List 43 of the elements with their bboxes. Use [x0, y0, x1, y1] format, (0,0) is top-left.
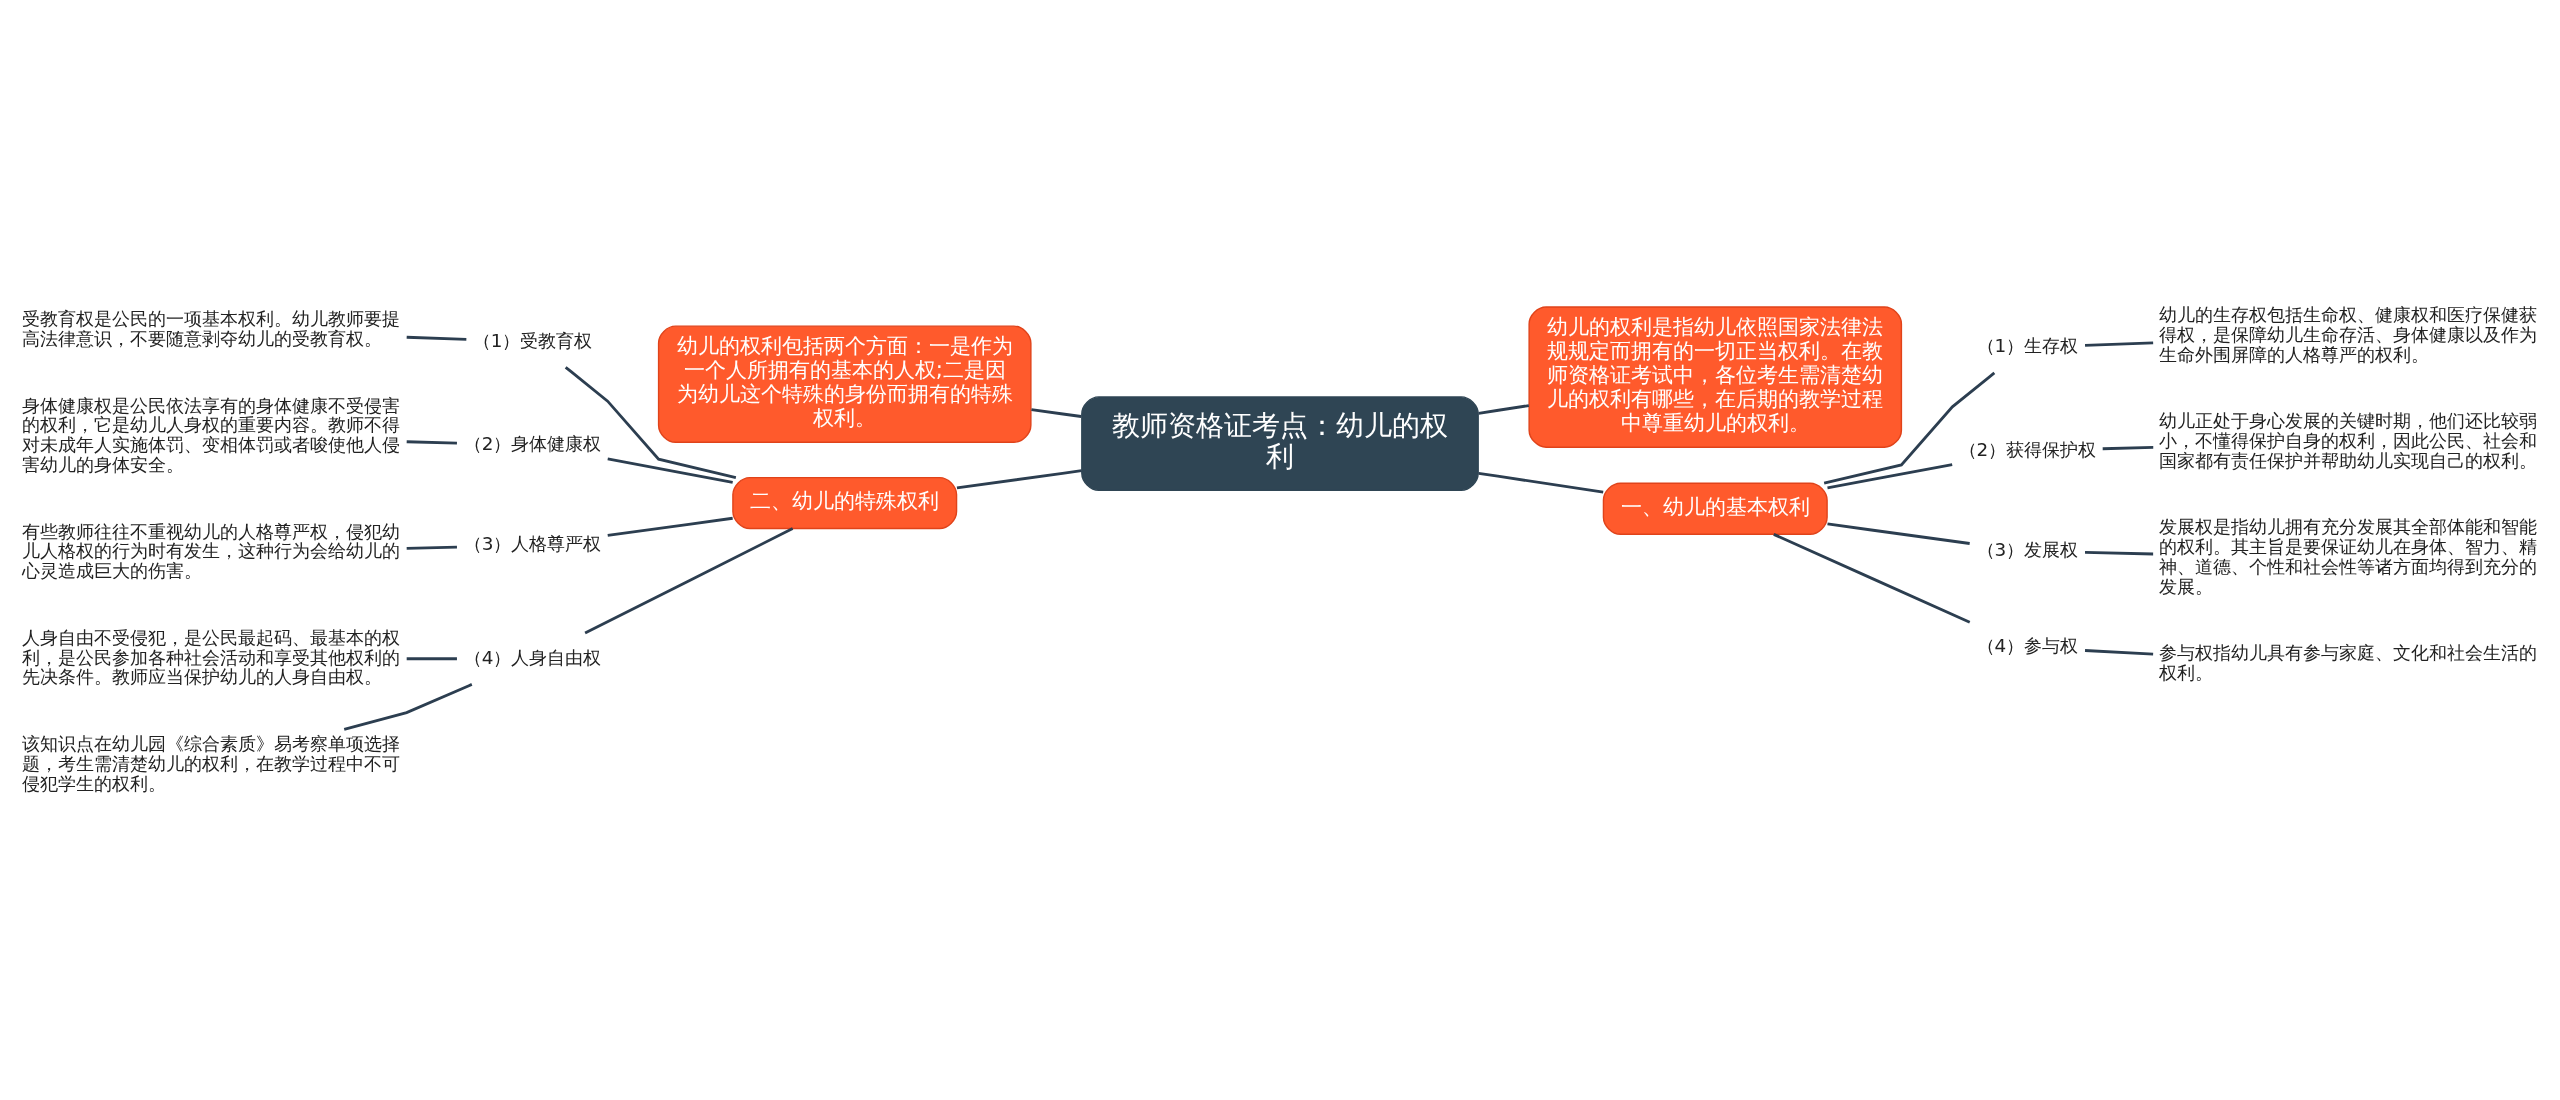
node-text: 参与权指幼儿具有参与家庭、文化和社会生活的权利。 [2159, 641, 2538, 683]
node-text: 有些教师往往不重视幼儿的人格尊严权，侵犯幼儿人格权的行为时有发生，这种行为会给幼儿的心灵造成巨大的伤害。 [21, 520, 400, 581]
connector [1827, 462, 1953, 489]
node-text: （3）人格尊严权 [463, 532, 602, 554]
connector [2085, 550, 2154, 555]
node-box: 幼儿的权利包括两个方面：一是作为一个人所拥有的基本的人权;二是因为幼儿这个特殊的身份而拥有的特殊权利。 [657, 324, 1032, 443]
connector [2102, 445, 2154, 450]
connector [1031, 407, 1082, 418]
node-text: （4）人身自由权 [463, 646, 602, 668]
node-text: 发展权是指幼儿拥有充分发展其全部体能和智能的权利。其主旨是要保证幼儿在身体、智力、精神、道德、个性和社会性等诸方面均得到充分的发展。 [2159, 515, 2538, 597]
node-text: （1）受教育权 [472, 329, 593, 351]
node-text: 该知识点在幼儿园《综合素质》易考察单项选择题，考生需清楚幼儿的权利，在教学过程中不可侵犯学生的权利。 [21, 732, 400, 794]
connector [406, 335, 467, 341]
node-text: （3）发展权 [1976, 538, 2079, 560]
connector [584, 526, 794, 634]
connector [607, 456, 733, 484]
node-text: （4）参与权 [1976, 634, 2079, 656]
connector [2084, 341, 2154, 347]
node-box: 幼儿的权利是指幼儿依照国家法律法规规定而拥有的一切正当权利。在教师资格证考试中，各位考生需清楚幼儿的权利有哪些，在后期的教学过程中尊重幼儿的权利。 [1528, 305, 1903, 448]
connector [406, 545, 457, 550]
connector [1823, 371, 1996, 485]
node-text: 身体健康权是公民依法享有的身体健康不受侵害的权利，它是幼儿人身权的重要内容。教师不得对未成年人实施体罚、变相体罚或者唆使他人侵害幼儿的身体安全。 [21, 394, 400, 475]
connector [2084, 648, 2154, 655]
connector [406, 656, 457, 660]
node-box: 二、幼儿的特殊权利 [732, 476, 958, 529]
node-box: 一、幼儿的基本权利 [1602, 482, 1828, 535]
node-box: 教师资格证考点：幼儿的权利 [1081, 395, 1479, 491]
connector [1478, 403, 1530, 415]
node-text: （2）身体健康权 [463, 432, 602, 454]
connector [607, 516, 733, 537]
node-text: （2）获得保护权 [1958, 438, 2097, 460]
connector [1827, 522, 1970, 545]
connector [956, 468, 1082, 489]
node-text: （1）生存权 [1976, 334, 2079, 356]
connector [343, 682, 473, 731]
connector [1478, 471, 1604, 493]
node-text: 幼儿正处于身心发展的关键时期，他们还比较弱小，不懂得保护自身的权利，因此公民、社会和国家都有责任保护并帮助幼儿实现自己的权利。 [2159, 409, 2538, 471]
node-text: 幼儿的生存权包括生命权、健康权和医疗保健获得权，是保障幼儿生命存活、身体健康以及作为生命外围屏障的人格尊严的权利。 [2159, 303, 2538, 365]
connector [406, 439, 457, 444]
node-text: 受教育权是公民的一项基本权利。幼儿教师要提高法律意识，不要随意剥夺幼儿的受教育权。 [21, 307, 400, 349]
node-text: 人身自由不受侵犯，是公民最起码、最基本的权利，是公民参加各种社会活动和享受其他权利的先决条件。教师应当保护幼儿的人身自由权。 [21, 626, 400, 687]
connector [564, 365, 737, 479]
connector [1773, 532, 1971, 624]
